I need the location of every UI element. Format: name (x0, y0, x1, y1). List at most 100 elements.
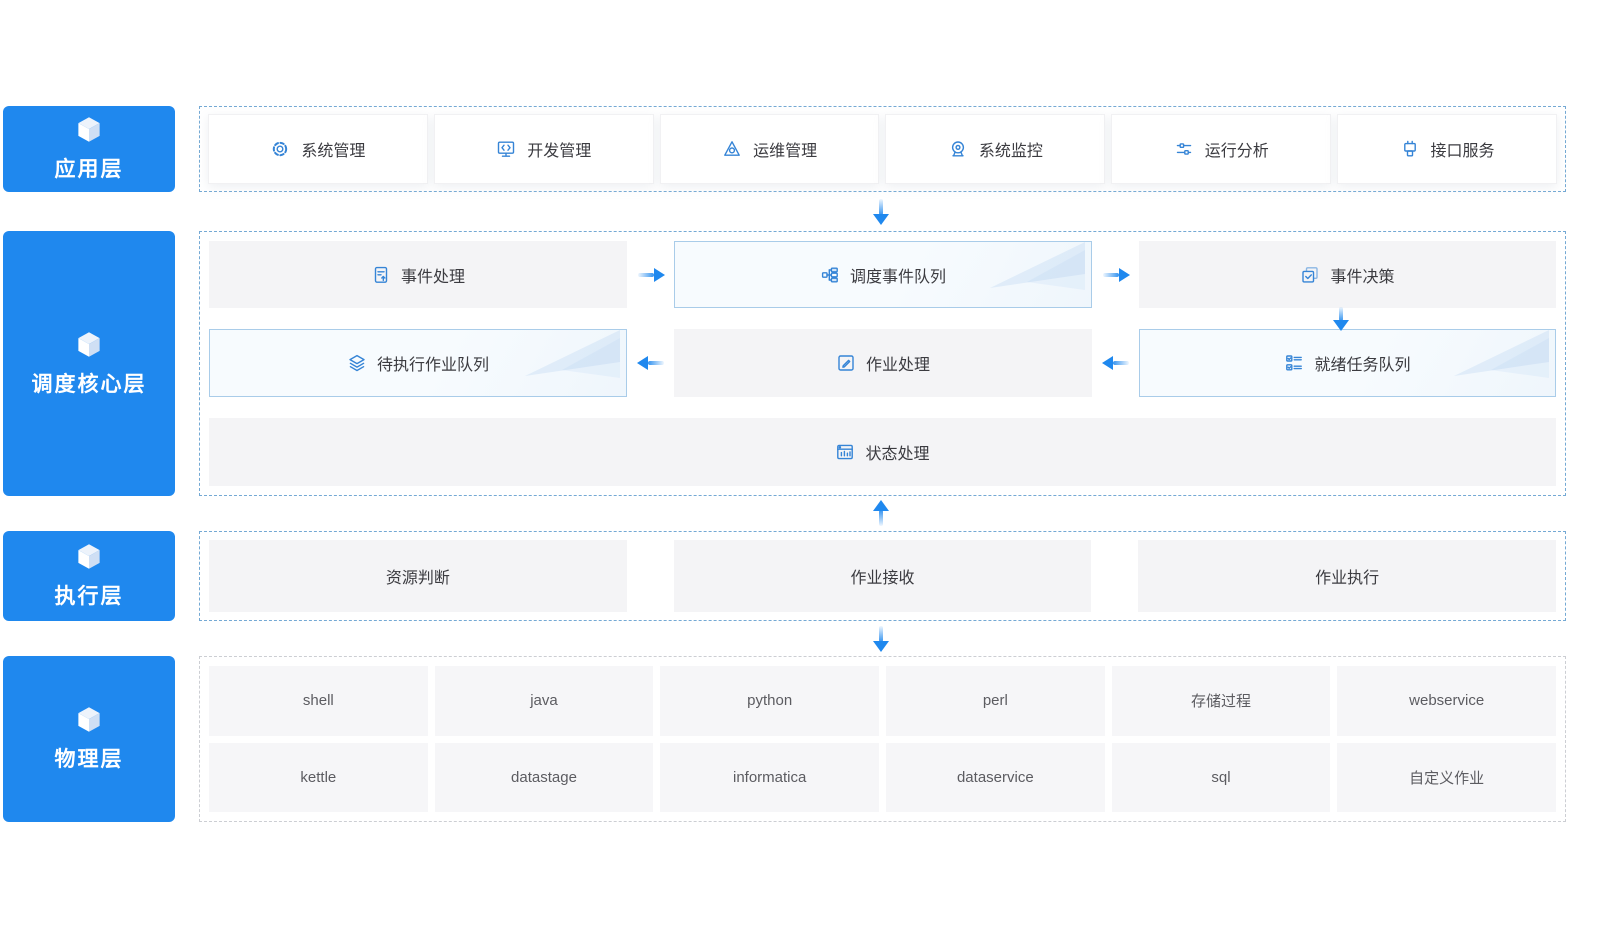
app-item-system-monitoring: 系统监控 (885, 114, 1106, 184)
sliders-icon (1174, 139, 1194, 159)
document-upload-icon (371, 265, 391, 285)
cube-icon (78, 117, 100, 142)
phys-item-label: java (530, 692, 558, 710)
arrow-tail (1102, 272, 1119, 277)
layer-label-application: 应用层 (3, 106, 175, 192)
app-item-label: 系统监控 (978, 143, 1043, 160)
arrow-head (1333, 320, 1349, 331)
queue-tree-icon (820, 265, 840, 285)
cube-icon (78, 544, 100, 569)
application-layer-panel: 系统管理 开发管理 运维管理 系统监控 (199, 106, 1566, 192)
cube-icon (78, 331, 100, 357)
arrow-head (1101, 356, 1113, 371)
phys-item-sql: sql (1111, 742, 1331, 812)
edit-square-icon (836, 353, 856, 373)
phys-item-label: perl (982, 692, 1008, 710)
execution-layer-panel: 资源判断 作业接收 作业执行 (199, 531, 1566, 621)
arrow-head (873, 214, 889, 225)
app-item-label: 开发管理 (527, 143, 592, 160)
arrow-tail (1339, 307, 1343, 321)
arrow-head (873, 500, 889, 511)
phys-item-label: datastage (511, 768, 577, 786)
app-item-development-management: 开发管理 (433, 114, 654, 184)
swoosh-decoration (525, 330, 620, 379)
phys-item-stored-procedure: 存储过程 (1111, 666, 1331, 736)
arrow-tail (647, 361, 664, 366)
exec-item-label: 资源判断 (385, 570, 450, 587)
core-box-ready-task-queue: 就绪任务队列 (1139, 329, 1556, 397)
app-item-label: 接口服务 (1430, 143, 1495, 160)
core-box-status-processing: 状态处理 (209, 417, 1556, 487)
phys-item-java: java (434, 666, 654, 736)
flow-arrow-left (636, 355, 666, 371)
phys-item-webservice: webservice (1337, 666, 1556, 736)
arrow-cell (627, 241, 674, 308)
arrow-tail (879, 626, 883, 642)
phys-item-label: dataservice (956, 768, 1034, 786)
arrow-head (636, 356, 648, 371)
checklist-icon (1284, 353, 1304, 373)
phys-item-informatica: informatica (660, 742, 879, 812)
cube-icon (78, 707, 100, 732)
app-item-label: 系统管理 (301, 143, 366, 160)
phys-item-label: informatica (732, 768, 807, 786)
phys-item-label: shell (302, 692, 334, 710)
core-box-label: 事件处理 (400, 268, 465, 286)
exec-item-label: 作业执行 (1315, 570, 1380, 587)
layer-label-text: 执行层 (54, 585, 124, 608)
arrow-tail (879, 199, 883, 215)
phys-item-label: webservice (1409, 692, 1485, 710)
core-box-schedule-event-queue: 调度事件队列 (674, 241, 1092, 309)
phys-item-label: sql (1211, 768, 1231, 786)
gear-icon (270, 139, 290, 159)
app-item-run-analysis: 运行分析 (1111, 114, 1332, 184)
core-box-event-processing: 事件处理 (209, 241, 627, 309)
exec-item-job-execution: 作业执行 (1138, 540, 1557, 612)
arrow-tail (637, 272, 654, 277)
app-item-operations-management: 运维管理 (659, 114, 880, 184)
arrow-tail (1112, 361, 1129, 366)
check-square-icon (1300, 265, 1320, 285)
layer-label-scheduling-core: 调度核心层 (3, 231, 175, 496)
phys-item-shell: shell (209, 666, 428, 736)
layer-label-text: 应用层 (54, 158, 124, 181)
phys-item-custom-job: 自定义作业 (1337, 742, 1556, 812)
core-row-1: 事件处理 (209, 241, 1556, 309)
app-item-label: 运行分析 (1204, 143, 1269, 160)
core-box-event-decision: 事件决策 (1139, 241, 1556, 309)
core-row-3: 状态处理 (209, 417, 1556, 487)
phys-item-label: python (747, 692, 793, 710)
phys-item-label: kettle (300, 768, 337, 786)
core-box-pending-job-queue: 待执行作业队列 (209, 329, 627, 397)
app-item-label: 运维管理 (753, 143, 818, 160)
layer-label-text: 调度核心层 (31, 372, 147, 396)
flow-arrow-down-decision-to-ready (1333, 307, 1349, 331)
monitor-code-icon (496, 139, 516, 159)
swoosh-decoration (990, 242, 1085, 290)
flow-arrow-left (1101, 355, 1131, 371)
flow-arrow-down-exec-to-phys (873, 626, 889, 652)
chart-window-icon (835, 442, 855, 462)
phys-item-dataservice: dataservice (886, 742, 1105, 812)
layer-label-physical: 物理层 (3, 656, 175, 822)
layers-icon (347, 353, 367, 373)
arrow-cell (627, 329, 674, 396)
flow-arrow-right (1101, 267, 1131, 283)
flow-arrow-down-app-to-core (873, 199, 889, 225)
swoosh-decoration (1454, 330, 1549, 379)
arrow-head (1118, 267, 1130, 282)
app-item-interface-service: 接口服务 (1337, 114, 1557, 184)
core-box-label: 待执行作业队列 (376, 357, 489, 375)
arrow-head (653, 267, 665, 282)
physical-layer-panel: shell java python perl 存储过程 webservice k… (199, 656, 1566, 822)
exec-item-job-reception: 作业接收 (673, 540, 1092, 612)
core-box-label: 状态处理 (865, 445, 930, 463)
arrow-cell (1092, 241, 1139, 308)
exec-item-resource-judgment: 资源判断 (209, 540, 627, 612)
phys-item-perl: perl (886, 666, 1105, 736)
phys-item-label: 存储过程 (1190, 693, 1251, 711)
phys-item-label: 自定义作业 (1409, 769, 1485, 787)
core-box-job-processing: 作业处理 (674, 329, 1092, 397)
scheduling-core-panel: 事件处理 (199, 231, 1566, 496)
